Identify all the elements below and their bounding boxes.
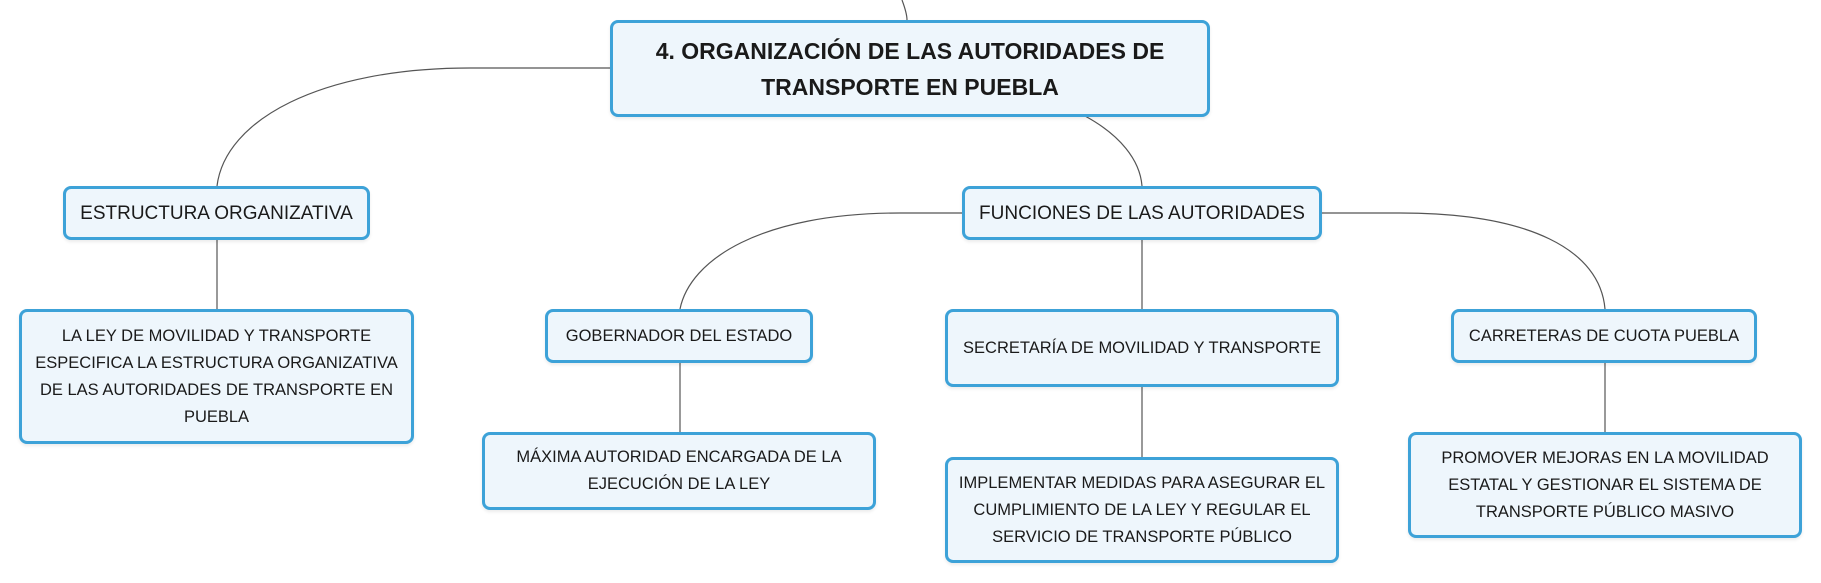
root-topic[interactable]: 4. ORGANIZACIÓN DE LAS AUTORIDADES DE TR… bbox=[610, 20, 1210, 117]
topic-label: ESTRUCTURA ORGANIZATIVA bbox=[80, 202, 353, 224]
connector-root-funciones bbox=[1084, 115, 1143, 187]
connector-funciones-carreteras bbox=[1322, 212, 1606, 310]
subtopic-secretaria-detail[interactable]: IMPLEMENTAR MEDIDAS PARA ASEGURAR EL CUM… bbox=[945, 457, 1339, 563]
subtopic-label: MÁXIMA AUTORIDAD ENCARGADA DE LA EJECUCI… bbox=[516, 448, 842, 493]
subtopic-carreteras-detail[interactable]: PROMOVER MEJORAS EN LA MOVILIDAD ESTATAL… bbox=[1408, 432, 1802, 538]
topic-estructura-organizativa[interactable]: ESTRUCTURA ORGANIZATIVA bbox=[63, 186, 370, 240]
topic-label: FUNCIONES DE LAS AUTORIDADES bbox=[979, 202, 1305, 224]
subtopic-label: IMPLEMENTAR MEDIDAS PARA ASEGURAR EL CUM… bbox=[958, 473, 1326, 546]
connector-funciones-gobernador bbox=[679, 212, 962, 310]
subtopic-label: CARRETERAS DE CUOTA PUEBLA bbox=[1468, 326, 1740, 345]
subtopic-label: SECRETARÍA DE MOVILIDAD Y TRANSPORTE bbox=[963, 338, 1321, 357]
root-topic-label: 4. ORGANIZACIÓN DE LAS AUTORIDADES DE TR… bbox=[655, 37, 1165, 100]
connector-parent-root bbox=[901, 0, 908, 21]
subtopic-carreteras[interactable]: CARRETERAS DE CUOTA PUEBLA bbox=[1451, 309, 1757, 363]
subtopic-estructura-detail[interactable]: LA LEY DE MOVILIDAD Y TRANSPORTE ESPECIF… bbox=[19, 309, 414, 444]
subtopic-label: GOBERNADOR DEL ESTADO bbox=[565, 326, 793, 345]
subtopic-gobernador-detail[interactable]: MÁXIMA AUTORIDAD ENCARGADA DE LA EJECUCI… bbox=[482, 432, 876, 510]
subtopic-label: PROMOVER MEJORAS EN LA MOVILIDAD ESTATAL… bbox=[1441, 448, 1769, 521]
subtopic-gobernador[interactable]: GOBERNADOR DEL ESTADO bbox=[545, 309, 813, 363]
subtopic-label: LA LEY DE MOVILIDAD Y TRANSPORTE ESPECIF… bbox=[35, 326, 398, 426]
subtopic-secretaria[interactable]: SECRETARÍA DE MOVILIDAD Y TRANSPORTE bbox=[945, 309, 1339, 387]
topic-funciones-autoridades[interactable]: FUNCIONES DE LAS AUTORIDADES bbox=[962, 186, 1322, 240]
connector-root-estructura bbox=[216, 67, 610, 187]
